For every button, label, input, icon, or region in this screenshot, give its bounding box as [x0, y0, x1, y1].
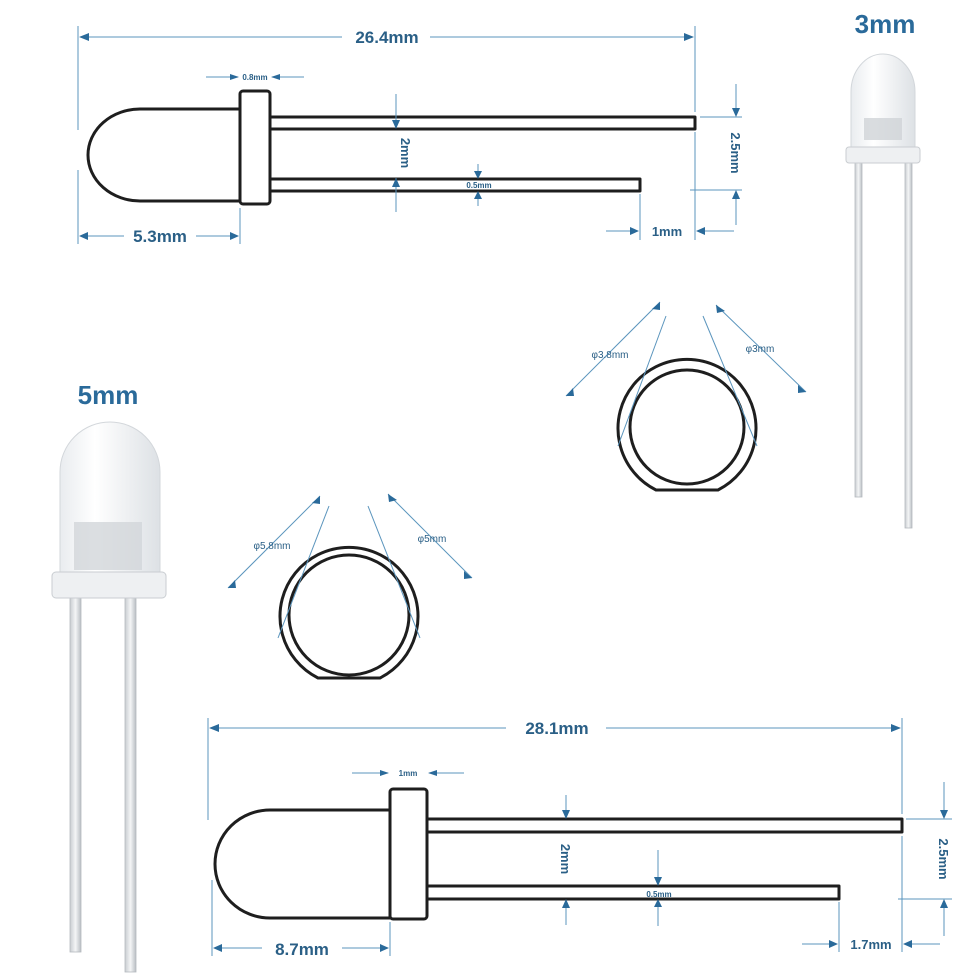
led3-body-outline: [86, 107, 242, 203]
led5-lead-diff-dim: 1.7mm: [802, 836, 940, 952]
led5-top-view: φ5.8mm φ5mm: [227, 493, 473, 680]
led5-diameter-body-label: φ5mm: [418, 534, 447, 545]
led5-outer-offset-dim: 2.5mm: [898, 782, 952, 936]
led5-title: 5mm: [78, 380, 139, 410]
led3-flange-circle: [616, 357, 758, 492]
led5-side-view: 28.1mm 1mm 2mm 0.5mm: [207, 718, 952, 959]
led3-photo: [845, 53, 921, 529]
led3-lead-long: [268, 115, 697, 131]
led5-diameter-flange-label: φ5.8mm: [253, 541, 290, 552]
led3-diameter-body-label: φ3mm: [746, 344, 775, 355]
led5-outer-offset-label: 2.5mm: [936, 838, 951, 879]
led5-total-length-label: 28.1mm: [525, 719, 588, 738]
led3-total-length-dim: 26.4mm: [77, 26, 696, 130]
led3-lead-thickness-dim: 0.5mm: [466, 164, 492, 206]
led5-photo: [51, 421, 167, 973]
led5-lead-short: [425, 884, 841, 901]
led3-lead-spacing-dim: 2mm: [392, 94, 413, 212]
led3-title: 3mm: [855, 9, 916, 39]
led3-body-circle: [628, 368, 746, 486]
led3-photo-lead-left: [854, 159, 863, 498]
led3-outer-offset-label: 2.5mm: [728, 132, 743, 173]
led5-body-length-dim: 8.7mm: [211, 880, 391, 959]
led3-total-length-label: 26.4mm: [355, 28, 418, 47]
led3-side-view: 26.4mm 0.8mm 2mm 0.5mm: [77, 26, 743, 246]
led5-lead-spacing-label: 2mm: [558, 844, 573, 874]
led3-lead-short: [268, 177, 642, 193]
led3-photo-flange: [845, 146, 921, 164]
led3-body-length-label: 5.3mm: [133, 227, 187, 246]
led5-body-circle: [287, 553, 411, 677]
led3-flange-width-dim: 0.8mm: [206, 73, 304, 82]
led5-lead-spacing-dim: 2mm: [558, 795, 573, 925]
led5-lead-diff-label: 1.7mm: [850, 937, 891, 952]
led3-flange: [238, 89, 272, 206]
led5-body-length-label: 8.7mm: [275, 940, 329, 959]
led3-outer-offset-dim: 2.5mm: [690, 84, 743, 225]
led5-flange-circle: [278, 545, 420, 680]
led3-top-view: φ3.8mm φ3mm: [565, 301, 807, 492]
led5-total-length-dim: 28.1mm: [207, 718, 903, 820]
led3-lead-thickness-label: 0.5mm: [466, 181, 491, 190]
led5-flange: [388, 787, 429, 921]
led5-lead-thickness-label: 0.5mm: [646, 890, 671, 899]
led5-body-outline: [213, 808, 392, 920]
led3-body-length-dim: 5.3mm: [77, 170, 241, 246]
led3-photo-lead-right: [904, 159, 913, 529]
led5-lead-long: [425, 817, 904, 834]
led5-flange-width-label: 1mm: [399, 769, 418, 778]
led3-lead-diff-label: 1mm: [652, 224, 682, 239]
led3-flange-width-label: 0.8mm: [242, 73, 267, 82]
led3-diameter-flange-label: φ3.8mm: [591, 350, 628, 361]
led5-photo-lead-right: [124, 591, 137, 973]
led5-photo-flange: [51, 571, 167, 599]
led3-lead-diff-dim: 1mm: [606, 132, 734, 240]
led5-photo-lead-left: [69, 591, 82, 953]
led5-lead-thickness-dim: 0.5mm: [646, 850, 672, 926]
led5-flange-width-dim: 1mm: [352, 769, 464, 778]
led3-lead-spacing-label: 2mm: [398, 138, 413, 168]
